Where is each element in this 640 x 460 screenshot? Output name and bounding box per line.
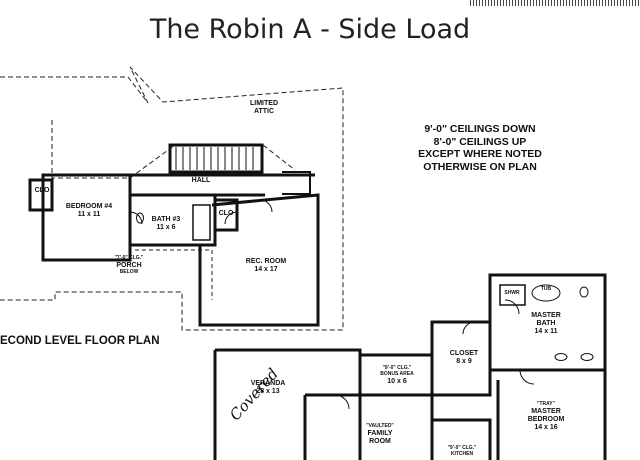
hall-walls [130, 173, 315, 197]
room-label-shower: SHWR [504, 290, 520, 296]
stair-treads [175, 147, 254, 170]
room-label-tub: TUB [540, 286, 552, 292]
fixtures [136, 212, 594, 361]
door-swings [129, 199, 535, 410]
room-label-nook: "9'-0" CLG."BONUS AREA 10 x 6 [380, 365, 414, 385]
header-strip [470, 0, 640, 6]
roof-outline [0, 66, 344, 331]
ceiling-note-line-3: EXCEPT WHERE NOTED [418, 148, 542, 161]
room-label-clo-mid: CLO [218, 210, 234, 217]
shower-walls [499, 284, 526, 306]
clo-left-walls [28, 178, 54, 212]
room-label-hall: HALL [191, 177, 211, 184]
room-label-clo-left: CLO [34, 187, 50, 194]
ceiling-note: 9'-0" CEILINGS DOWN 8'-0" CEILINGS UP EX… [418, 123, 542, 173]
bath3-walls [130, 193, 217, 247]
family-room-walls [303, 393, 434, 460]
kitchen-walls [432, 418, 492, 460]
master-bedroom-walls [490, 368, 607, 460]
plan-title: The Robin A - Side Load [149, 14, 471, 45]
hall-box [282, 171, 311, 195]
bedroom4-walls [41, 173, 132, 262]
room-label-porch: "7'-0" CLG." PORCH BELOW [114, 255, 144, 275]
floor-level-label: ECOND LEVEL FLOOR PLAN [0, 335, 160, 347]
ceiling-note-line-1: 9'-0" CEILINGS DOWN [424, 123, 536, 135]
clo-mid-walls [215, 198, 239, 232]
porch-dash [135, 249, 213, 300]
rec-room-walls [198, 193, 320, 327]
stair-walls [168, 143, 264, 174]
room-label-master-bedroom: "TRAY" MASTER BEDROOM 14 x 16 [527, 401, 565, 431]
room-label-family-room: "VAULTED" FAMILY ROOM [366, 423, 394, 445]
ceiling-note-line-2: 8'-0" CEILINGS UP [433, 135, 527, 148]
bath-tub [192, 204, 211, 241]
veranda-walls [213, 348, 362, 460]
attic-outline [51, 120, 296, 179]
room-label-kitchen: "9'-0" CLG." KITCHEN [447, 445, 477, 457]
ceiling-note-line-4: OTHERWISE ON PLAN [423, 160, 537, 173]
